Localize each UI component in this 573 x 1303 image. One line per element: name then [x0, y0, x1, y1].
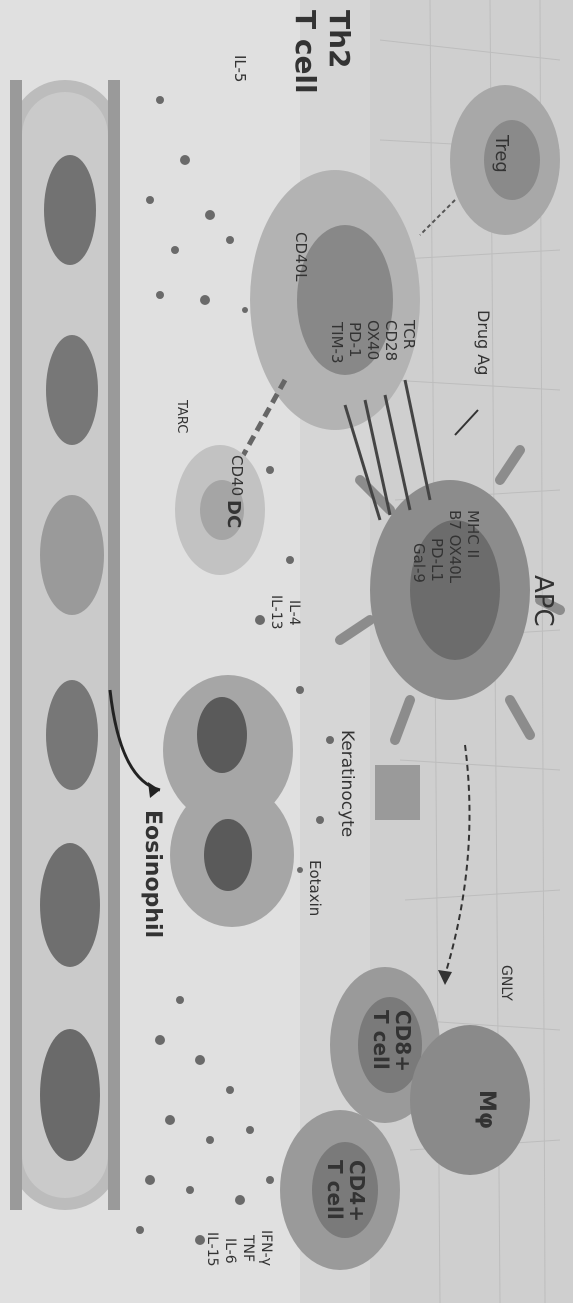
- apc-label: APC: [528, 575, 558, 627]
- mhc2-label: MHC II: [464, 510, 482, 558]
- eotaxin-label: Eotaxin: [306, 860, 324, 916]
- vessel-wall-left: [10, 80, 22, 1210]
- b7ox40l-label: B7 OX40L: [446, 510, 464, 584]
- cd4-label-line2: T cell: [323, 1160, 347, 1220]
- cd8-label-line2: T cell: [369, 1010, 393, 1070]
- tnf-label: TNF: [240, 1234, 256, 1262]
- vessel-wall-right: [108, 80, 120, 1210]
- cd8-label-line1: CD8+: [391, 1010, 415, 1072]
- eosinophil-nucleus: [197, 697, 247, 773]
- il5-label: IL-5: [231, 55, 249, 82]
- red-blood-cell: [46, 680, 98, 790]
- migration-arrowhead: [148, 782, 160, 798]
- il4-label: IL-4: [286, 600, 302, 626]
- dc-label: DC: [223, 500, 244, 528]
- cd40l-label: CD40L: [292, 232, 310, 282]
- gal9-label: Gal-9: [410, 543, 428, 583]
- mphi-label: Mφ: [474, 1090, 499, 1129]
- drug-ag-label: Drug Ag: [474, 310, 493, 375]
- ox40-label: OX40: [364, 320, 382, 360]
- treg-label: Treg: [491, 134, 512, 173]
- red-blood-cell: [40, 843, 100, 967]
- pd1-label: PD-1: [346, 322, 364, 358]
- th2-label-line1: Th2: [323, 10, 356, 69]
- tcr-label: TCR: [400, 319, 418, 349]
- tarc-label: TARC: [174, 399, 189, 433]
- keratinocyte-label: Keratinocyte: [337, 730, 357, 837]
- il15-label: IL-15: [204, 1232, 220, 1267]
- gnly-label: GNLY: [498, 965, 514, 1001]
- il6-label: IL-6: [222, 1238, 238, 1264]
- macrophage-cell: [410, 1025, 530, 1175]
- th2-label-line2: T cell: [289, 10, 322, 94]
- red-blood-cell: [40, 1029, 100, 1161]
- cd28-label: CD28: [382, 320, 400, 361]
- red-blood-cell: [46, 335, 98, 445]
- pdl1-label: PD-L1: [428, 538, 446, 582]
- ifng-label: IFN-γ: [258, 1230, 274, 1266]
- red-blood-cell: [44, 155, 96, 265]
- tim3-label: TIM-3: [328, 321, 346, 363]
- eosinophil-nucleus: [204, 819, 252, 891]
- eosinophil-label: Eosinophil: [140, 810, 165, 938]
- il13-label: IL-13: [268, 595, 284, 630]
- keratinocyte-cell: [375, 765, 420, 820]
- leukocyte-in-vessel: [40, 495, 104, 615]
- cd4-label-line1: CD4+: [345, 1160, 369, 1222]
- cd40-label: CD40: [228, 455, 246, 496]
